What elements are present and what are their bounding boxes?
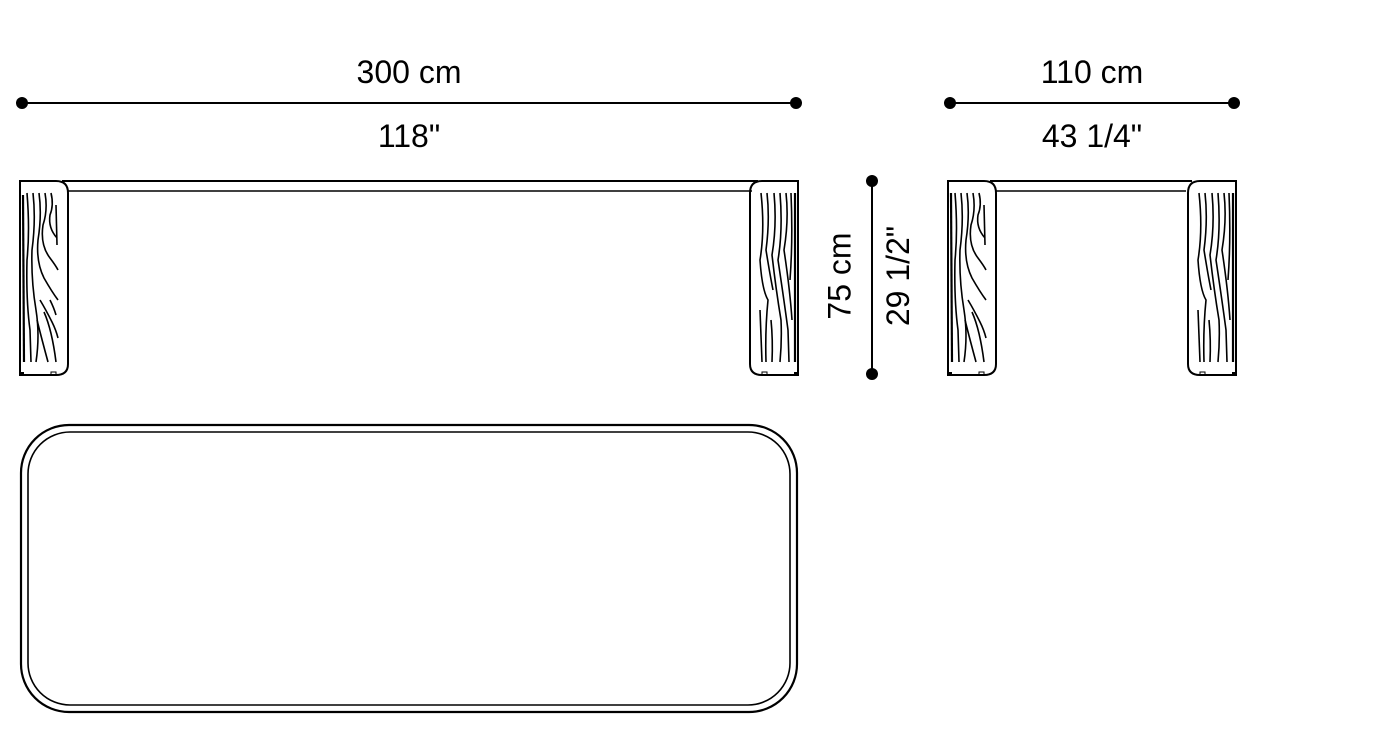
side-width-metric-label: 110 cm xyxy=(1040,54,1144,90)
front-left-leg xyxy=(19,180,69,376)
side-left-leg xyxy=(947,180,997,376)
front-elevation xyxy=(19,180,799,376)
side-width-dimension-line xyxy=(944,97,1240,109)
plan-view xyxy=(19,423,799,714)
front-right-leg xyxy=(749,180,799,376)
side-elevation xyxy=(947,180,1237,376)
side-right-leg xyxy=(1187,180,1237,376)
front-width-metric-label: 300 cm xyxy=(356,54,462,90)
front-width-imperial-label: 118" xyxy=(377,118,441,154)
height-dimension-line xyxy=(866,175,878,380)
height-metric-label: 75 cm xyxy=(821,232,858,320)
height-imperial-label: 29 1/2" xyxy=(880,225,917,327)
side-width-imperial-label: 43 1/4" xyxy=(1041,118,1143,154)
front-width-dimension-line xyxy=(16,97,802,109)
